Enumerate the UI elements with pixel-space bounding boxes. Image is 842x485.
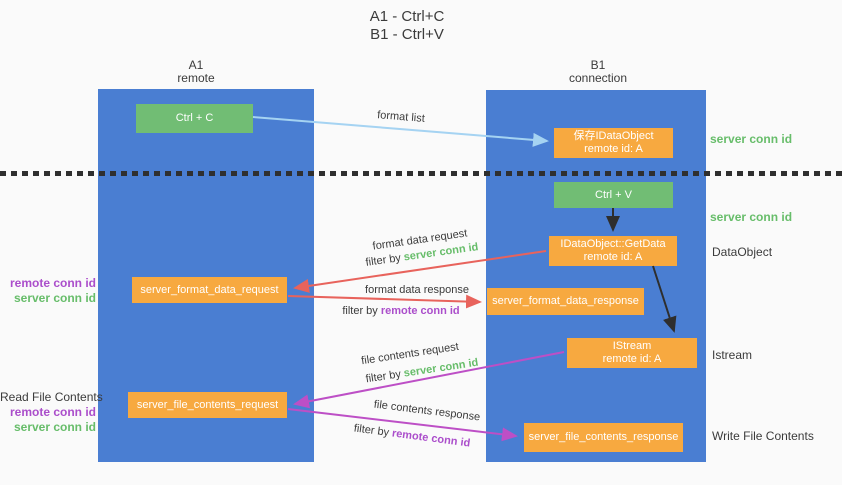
column-header-a1: A1 remote [146, 59, 246, 85]
istream-side-label: Istream [712, 348, 753, 362]
filter-by-text: filter by [342, 305, 378, 317]
filter-by-remote-conn-id-label-2: filter byremote conn id [353, 422, 471, 449]
save-idataobject-line2: remote id: A [584, 143, 643, 155]
server-format-data-request-label: server_format_data_request [140, 283, 279, 296]
server-file-contents-request-box: server_file_contents_request [128, 392, 287, 418]
istream-line1: IStream [612, 340, 652, 352]
getdata-box: IDataObject::GetData remote id: A [549, 236, 677, 266]
getdata-line2: remote id: A [583, 251, 643, 263]
ctrl-c-label: Ctrl + C [175, 112, 214, 124]
istream-box: IStream remote id: A [567, 338, 697, 368]
filter-by-text: filter by [364, 252, 402, 269]
save-idataobject-box: 保存IDataObject remote id: A [554, 128, 673, 158]
left-conn-id-group-bottom: Read File Contents remote conn id server… [0, 390, 103, 435]
server-conn-id-right-mid: server conn id [710, 210, 793, 224]
server-conn-id-left-bottom: server conn id [13, 420, 96, 434]
server-conn-id-text: server conn id [402, 356, 480, 380]
read-file-contents-label: Read File Contents [0, 390, 103, 404]
left-conn-id-group-top: remote conn id server conn id [0, 276, 96, 306]
filter-by-text: filter by [364, 368, 402, 386]
ctrl-v-box: Ctrl + V [554, 182, 673, 208]
b1-subtitle: connection [568, 71, 628, 85]
format-list-label: format list [376, 109, 426, 125]
format-data-response-arrow [287, 294, 482, 309]
column-header-b1: B1 connection [548, 59, 648, 85]
server-format-data-response-label: server_format_data_response [492, 295, 639, 307]
server-file-contents-response-label: server_file_contents_response [528, 431, 679, 443]
page-title: A1 - Ctrl+C B1 - Ctrl+V [337, 8, 477, 44]
write-file-contents-label: Write File Contents [712, 429, 814, 443]
b1-name: B1 [590, 58, 606, 72]
title-line-2: B1 - Ctrl+V [370, 26, 444, 43]
filter-by-text: filter by [353, 422, 390, 439]
server-file-contents-request-label: server_file_contents_request [136, 398, 279, 411]
server-conn-id-right-top: server conn id [710, 132, 793, 146]
ctrl-v-label: Ctrl + V [595, 188, 632, 201]
a1-name: A1 [188, 58, 204, 72]
format-data-response-label: format data response [365, 284, 469, 296]
istream-line2: remote id: A [602, 353, 662, 365]
ctrl-c-box: Ctrl + C [136, 104, 253, 133]
remote-conn-id-left-top: remote conn id [9, 276, 96, 290]
machine-separator-dotted-line [0, 171, 842, 176]
server-conn-id-left-top: server conn id [13, 291, 96, 305]
save-idataobject-line1: 保存IDataObject [573, 130, 654, 142]
dataobject-label: DataObject [712, 245, 773, 259]
server-file-contents-response-box: server_file_contents_response [524, 423, 683, 452]
a1-subtitle: remote [177, 71, 215, 85]
server-format-data-response-box: server_format_data_response [487, 288, 644, 315]
getdata-line1: IDataObject::GetData [560, 238, 666, 250]
file-contents-response-label: file contents response [373, 398, 481, 424]
remote-conn-id-text: remote conn id [380, 305, 460, 317]
title-line-1: A1 - Ctrl+C [369, 8, 445, 25]
remote-conn-id-left-bottom: remote conn id [9, 405, 96, 419]
remote-conn-id-text: remote conn id [391, 427, 471, 450]
server-format-data-request-box: server_format_data_request [132, 277, 287, 303]
